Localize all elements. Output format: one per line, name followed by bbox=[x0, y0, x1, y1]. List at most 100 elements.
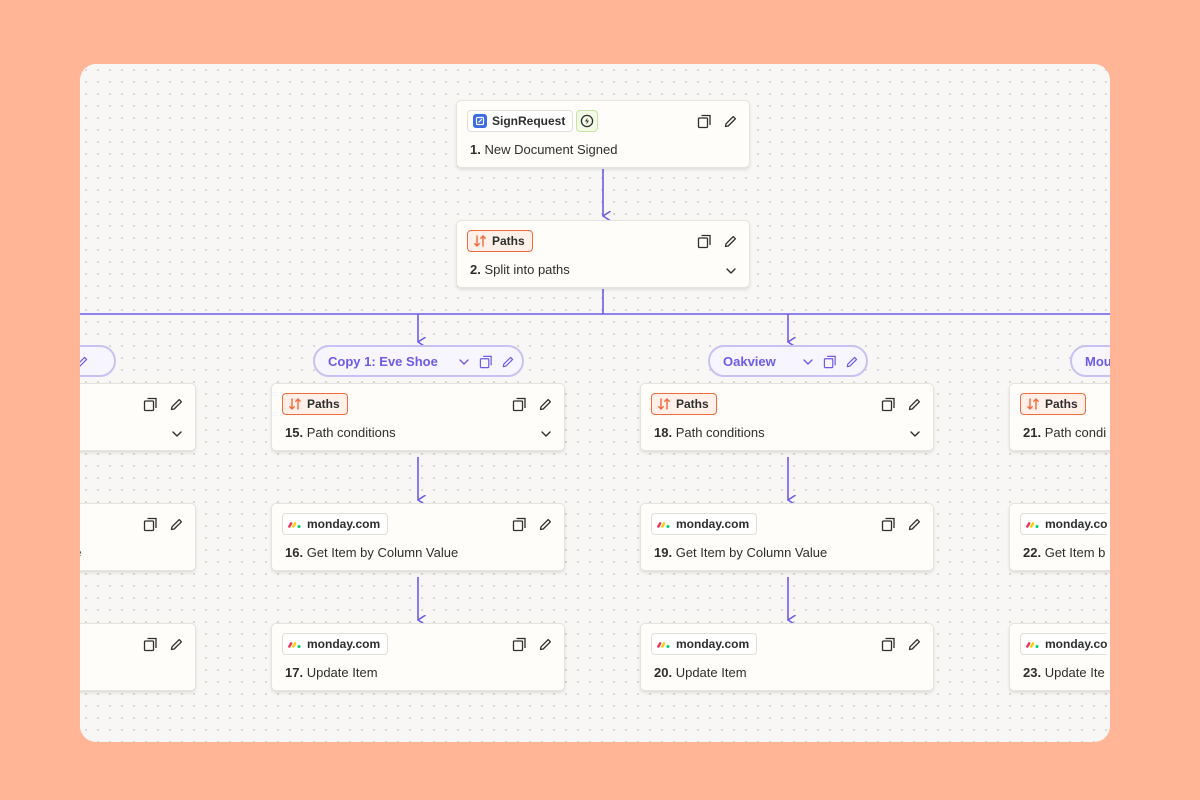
step-card[interactable]: monday.co 22. Get Item b bbox=[1009, 503, 1110, 571]
app-chip: SignRequest bbox=[467, 110, 574, 132]
step-name: Get Item b bbox=[1044, 545, 1106, 560]
duplicate-icon[interactable] bbox=[879, 635, 897, 653]
branch-pill[interactable]: Mou bbox=[1070, 345, 1110, 377]
step-name: Path conditions bbox=[306, 425, 396, 440]
duplicate-icon[interactable] bbox=[695, 112, 713, 130]
connector-lines bbox=[80, 169, 1110, 742]
duplicate-icon[interactable] bbox=[510, 515, 528, 533]
duplicate-icon[interactable] bbox=[879, 395, 897, 413]
paths-icon bbox=[1026, 397, 1040, 411]
step-title: 18. Path conditions bbox=[654, 425, 765, 440]
step-name: Update Item bbox=[306, 665, 378, 680]
app-chip: Paths bbox=[1020, 393, 1086, 415]
signrequest-icon bbox=[473, 114, 487, 128]
step-card[interactable]: Paths 15. Path conditions bbox=[271, 383, 565, 451]
step-name: Get Item by Column Value bbox=[675, 545, 828, 560]
app-chip: monday.com bbox=[282, 633, 389, 655]
app-name: monday.com bbox=[676, 517, 750, 531]
step-card[interactable]: monday.co 23. Update Ite bbox=[1009, 623, 1110, 691]
step-number: 21. bbox=[1023, 425, 1042, 440]
duplicate-icon[interactable] bbox=[510, 395, 528, 413]
step-number: 22. bbox=[1023, 545, 1042, 560]
chevron-down-icon[interactable] bbox=[538, 426, 554, 442]
chevron-down-icon[interactable] bbox=[907, 426, 923, 442]
edit-icon[interactable] bbox=[721, 112, 739, 130]
app-name: Paths bbox=[307, 397, 340, 411]
app-chip: Paths bbox=[282, 393, 348, 415]
step-number: 16. bbox=[285, 545, 304, 560]
step-name: Path condi bbox=[1044, 425, 1107, 440]
step-title: 15. Path conditions bbox=[285, 425, 396, 440]
step-number: 1. bbox=[470, 142, 481, 157]
step-name: ue bbox=[80, 545, 81, 560]
app-chip: Paths bbox=[467, 230, 533, 252]
edit-icon[interactable] bbox=[167, 395, 185, 413]
step-card[interactable] bbox=[80, 623, 196, 691]
step-card[interactable]: ue bbox=[80, 503, 196, 571]
step-card[interactable]: monday.com 17. Update Item bbox=[271, 623, 565, 691]
step-title: 21. Path condi bbox=[1023, 425, 1106, 440]
step-card[interactable]: monday.com 20. Update Item bbox=[640, 623, 934, 691]
branch-pill[interactable] bbox=[80, 345, 116, 377]
duplicate-icon[interactable] bbox=[141, 635, 159, 653]
edit-icon[interactable] bbox=[536, 515, 554, 533]
step-card[interactable]: monday.com 16. Get Item by Column Value bbox=[271, 503, 565, 571]
step-card[interactable]: monday.com 19. Get Item by Column Value bbox=[640, 503, 934, 571]
branch-name: Mou bbox=[1085, 354, 1110, 369]
app-name: monday.com bbox=[676, 637, 750, 651]
step-card[interactable]: Paths 18. Path conditions bbox=[640, 383, 934, 451]
chevron-down-icon[interactable] bbox=[169, 426, 185, 442]
step-number: 17. bbox=[285, 665, 304, 680]
app-chip: monday.com bbox=[282, 513, 389, 535]
monday-icon bbox=[1026, 639, 1040, 649]
edit-icon[interactable] bbox=[80, 354, 90, 370]
app-name: monday.co bbox=[1045, 637, 1108, 651]
step-name: Update Ite bbox=[1044, 665, 1105, 680]
edit-icon[interactable] bbox=[536, 635, 554, 653]
app-name: monday.com bbox=[307, 517, 381, 531]
step-number: 2. bbox=[470, 262, 481, 277]
duplicate-icon[interactable] bbox=[879, 515, 897, 533]
edit-icon[interactable] bbox=[905, 395, 923, 413]
step-title: 23. Update Ite bbox=[1023, 665, 1105, 680]
app-name: monday.com bbox=[307, 637, 381, 651]
app-name: Paths bbox=[1045, 397, 1078, 411]
app-chip: Paths bbox=[651, 393, 717, 415]
chevron-down-icon[interactable] bbox=[723, 263, 739, 279]
edit-icon[interactable] bbox=[167, 515, 185, 533]
branch-pill[interactable]: Oakview bbox=[708, 345, 868, 377]
step-card-trigger[interactable]: SignRequest 1. New Document Signed bbox=[456, 100, 750, 168]
step-card-split[interactable]: Paths 2. Split into paths bbox=[456, 220, 750, 288]
duplicate-icon[interactable] bbox=[510, 635, 528, 653]
edit-icon[interactable] bbox=[721, 232, 739, 250]
step-card[interactable] bbox=[80, 383, 196, 451]
step-card[interactable]: Paths 21. Path condi bbox=[1009, 383, 1110, 451]
step-name: Update Item bbox=[675, 665, 747, 680]
workflow-canvas[interactable]: SignRequest 1. New Document Signed Paths… bbox=[80, 64, 1110, 742]
chevron-down-icon[interactable] bbox=[800, 354, 816, 370]
duplicate-icon[interactable] bbox=[478, 354, 494, 370]
duplicate-icon[interactable] bbox=[695, 232, 713, 250]
step-title: 16. Get Item by Column Value bbox=[285, 545, 458, 560]
duplicate-icon[interactable] bbox=[141, 515, 159, 533]
branch-pill[interactable]: Copy 1: Eve Shoe bbox=[313, 345, 524, 377]
paths-icon bbox=[473, 234, 487, 248]
edit-icon[interactable] bbox=[167, 635, 185, 653]
app-chip: monday.com bbox=[651, 633, 758, 655]
step-name: Get Item by Column Value bbox=[306, 545, 459, 560]
instant-trigger-icon bbox=[576, 110, 598, 132]
edit-icon[interactable] bbox=[536, 395, 554, 413]
step-number: 18. bbox=[654, 425, 673, 440]
edit-icon[interactable] bbox=[905, 515, 923, 533]
monday-icon bbox=[288, 519, 302, 529]
duplicate-icon[interactable] bbox=[822, 354, 838, 370]
chevron-down-icon[interactable] bbox=[456, 354, 472, 370]
edit-icon[interactable] bbox=[905, 635, 923, 653]
duplicate-icon[interactable] bbox=[141, 395, 159, 413]
monday-icon bbox=[288, 639, 302, 649]
edit-icon[interactable] bbox=[844, 354, 860, 370]
step-number: 23. bbox=[1023, 665, 1042, 680]
monday-icon bbox=[657, 639, 671, 649]
edit-icon[interactable] bbox=[500, 354, 516, 370]
app-name: Paths bbox=[492, 234, 525, 248]
